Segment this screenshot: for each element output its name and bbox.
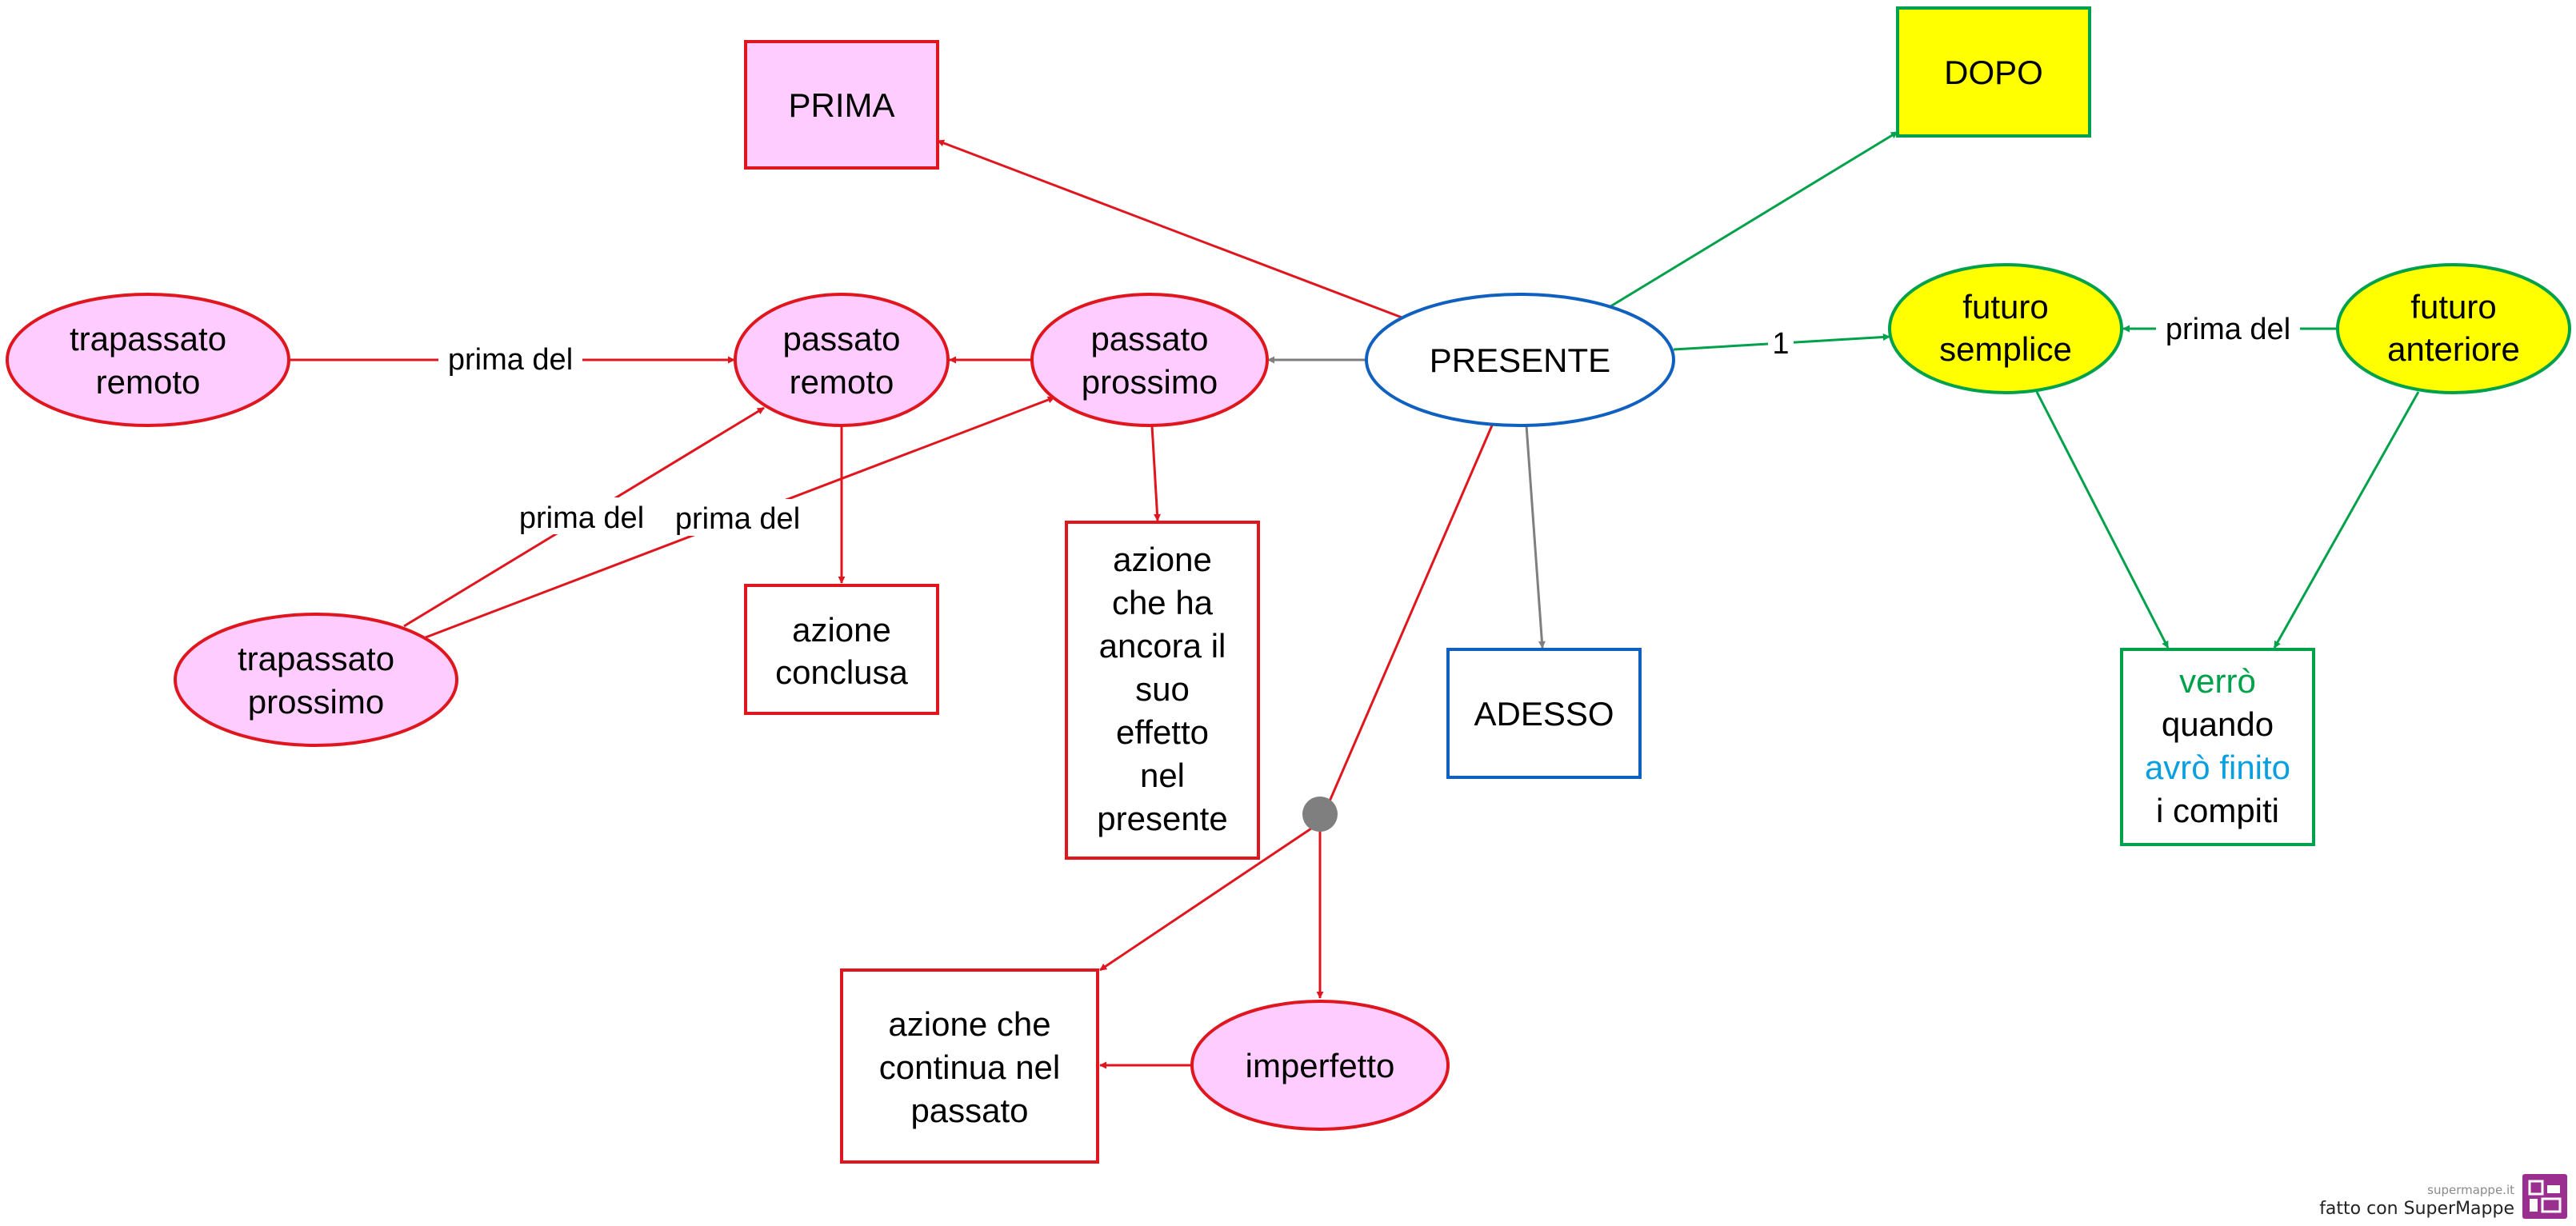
node-passato-prossimo-line-2: prossimo xyxy=(1082,363,1218,401)
node-presente[interactable]: PRESENTE xyxy=(1365,293,1675,427)
edge-labels: prima del prima del prima del prima del … xyxy=(438,310,2300,536)
node-verro-line-2: quando xyxy=(2162,705,2274,743)
node-prima[interactable]: PRIMA xyxy=(744,40,939,170)
node-adesso[interactable]: ADESSO xyxy=(1446,648,1642,779)
node-trapassato-remoto-line-1: trapassato xyxy=(70,320,226,357)
node-azione-conclusa-line-2: conclusa xyxy=(775,653,908,691)
footer: supermappe.it fatto con SuperMappe xyxy=(2319,1174,2567,1219)
node-imperfetto[interactable]: imperfetto xyxy=(1190,1000,1450,1131)
node-passato-remoto-line-2: remoto xyxy=(790,363,894,401)
node-azione-effetto-line-3: ancora il xyxy=(1099,627,1226,665)
node-dopo-label: DOPO xyxy=(1944,54,2043,91)
node-trapassato-remoto[interactable]: trapassato remoto xyxy=(6,293,290,427)
edge-label-prima-del-futuro: prima del xyxy=(2166,313,2290,346)
node-presente-label: PRESENTE xyxy=(1430,341,1610,379)
label-bg xyxy=(2156,310,2300,347)
edge-label-prima-del-trapassato-prossimo-remoto: prima del xyxy=(519,501,644,535)
node-passato-prossimo[interactable]: passato prossimo xyxy=(1030,293,1269,427)
node-futuro-semplice[interactable]: futuro semplice xyxy=(1888,263,2123,394)
node-futuro-anteriore-line-2: anteriore xyxy=(2387,330,2520,368)
edge-label-prima-del-trapassato-remoto: prima del xyxy=(448,343,573,377)
node-azione-effetto-line-5: effetto xyxy=(1116,713,1209,751)
junction-dot xyxy=(1302,797,1338,832)
edge-presente-prima xyxy=(937,139,1405,320)
node-azione-continua-line-1: azione che xyxy=(888,1005,1050,1043)
label-bg xyxy=(438,340,582,377)
node-verro[interactable]: verrò quando avrò finito i compiti xyxy=(2120,648,2315,846)
node-azione-effetto-line-4: suo xyxy=(1135,670,1190,708)
footer-made-with: fatto con SuperMappe xyxy=(2319,1199,2514,1219)
edge-futuro-anteriore-verro xyxy=(2273,391,2420,649)
node-trapassato-prossimo-line-2: prossimo xyxy=(248,683,384,721)
footer-site: supermappe.it xyxy=(2427,1183,2514,1197)
node-azione-conclusa-line-1: azione xyxy=(792,611,891,649)
edge-presente-adesso xyxy=(1525,425,1546,649)
node-futuro-anteriore-line-1: futuro xyxy=(2410,288,2496,325)
node-futuro-semplice-line-1: futuro xyxy=(1962,288,2048,325)
node-futuro-anteriore[interactable]: futuro anteriore xyxy=(2336,263,2571,394)
node-prima-label: PRIMA xyxy=(788,86,894,124)
edge-presente-junction xyxy=(1322,425,1494,815)
supermappe-logo-icon[interactable] xyxy=(2522,1174,2567,1219)
node-azione-effetto[interactable]: azione che ha ancora il suo effetto nel … xyxy=(1065,521,1260,860)
node-azione-effetto-line-7: presente xyxy=(1097,800,1227,837)
label-bg xyxy=(1768,326,1794,360)
node-futuro-semplice-line-2: semplice xyxy=(1939,330,2072,368)
node-azione-continua-line-2: continua nel xyxy=(879,1048,1061,1086)
node-trapassato-remoto-line-2: remoto xyxy=(96,363,201,401)
node-azione-effetto-line-1: azione xyxy=(1113,541,1212,578)
edge-junction-azione-continua xyxy=(1099,824,1317,972)
edge-label-one: 1 xyxy=(1772,327,1789,361)
node-trapassato-prossimo-line-1: trapassato xyxy=(238,640,394,677)
node-dopo[interactable]: DOPO xyxy=(1896,6,2091,138)
label-bg xyxy=(510,497,654,534)
node-passato-prossimo-line-1: passato xyxy=(1090,320,1208,357)
node-passato-remoto[interactable]: passato remoto xyxy=(734,293,950,427)
node-azione-continua[interactable]: azione che continua nel passato xyxy=(840,968,1099,1164)
edge-futuro-semplice-verro xyxy=(2035,391,2170,649)
node-azione-effetto-line-6: nel xyxy=(1140,757,1185,794)
node-verro-line-4: i compiti xyxy=(2156,792,2279,829)
label-bg xyxy=(667,499,811,536)
node-adesso-label: ADESSO xyxy=(1474,695,1614,733)
node-trapassato-prossimo[interactable]: trapassato prossimo xyxy=(174,613,458,747)
node-azione-conclusa[interactable]: azione conclusa xyxy=(744,584,939,715)
edges xyxy=(290,130,2420,1069)
node-verro-line-1: verrò xyxy=(2179,662,2256,700)
node-passato-remoto-line-1: passato xyxy=(782,320,900,357)
node-azione-continua-line-3: passato xyxy=(910,1092,1028,1129)
edge-presente-dopo xyxy=(1607,130,1898,309)
node-verro-line-3: avrò finito xyxy=(2145,749,2290,786)
edge-label-prima-del-trapassato-prossimo-prossimo: prima del xyxy=(675,502,800,536)
node-azione-effetto-line-2: che ha xyxy=(1112,584,1214,621)
node-imperfetto-label: imperfetto xyxy=(1246,1047,1395,1084)
edge-passato-prossimo-azione-effetto xyxy=(1150,425,1162,521)
